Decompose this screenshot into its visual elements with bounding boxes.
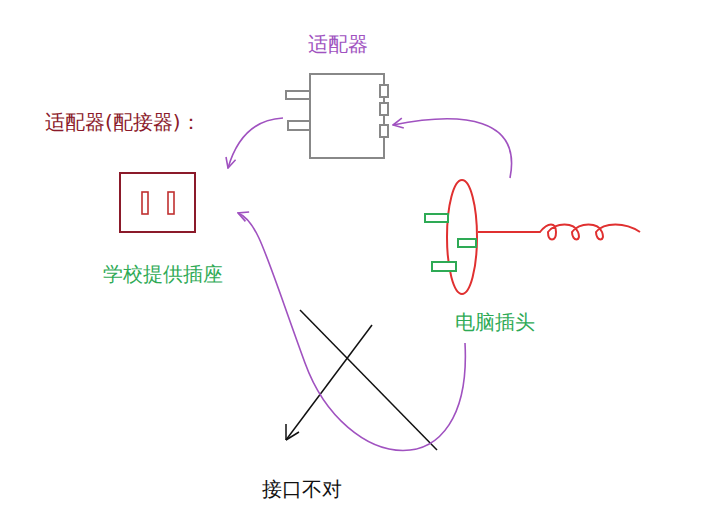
node-label: 学校提供插座 <box>103 262 223 286</box>
curved-arrow <box>228 118 283 168</box>
cross-arrowhead <box>286 424 299 440</box>
node-label: 电脑插头 <box>455 310 535 334</box>
curved-arrow <box>393 119 512 178</box>
section-heading: 适配器(配接器)： <box>45 110 201 134</box>
node-label: 适配器 <box>308 32 368 56</box>
socket-box: 学校提供插座 <box>88 168 238 290</box>
cross-line <box>286 325 372 440</box>
curved-arrow <box>238 213 465 451</box>
note-text: 接口不对 <box>262 477 342 501</box>
plug-shape: 电脑插头 <box>415 178 555 343</box>
cross-line <box>300 310 437 450</box>
adapter-box: 适配器 <box>283 32 393 162</box>
power-cord <box>478 225 640 240</box>
